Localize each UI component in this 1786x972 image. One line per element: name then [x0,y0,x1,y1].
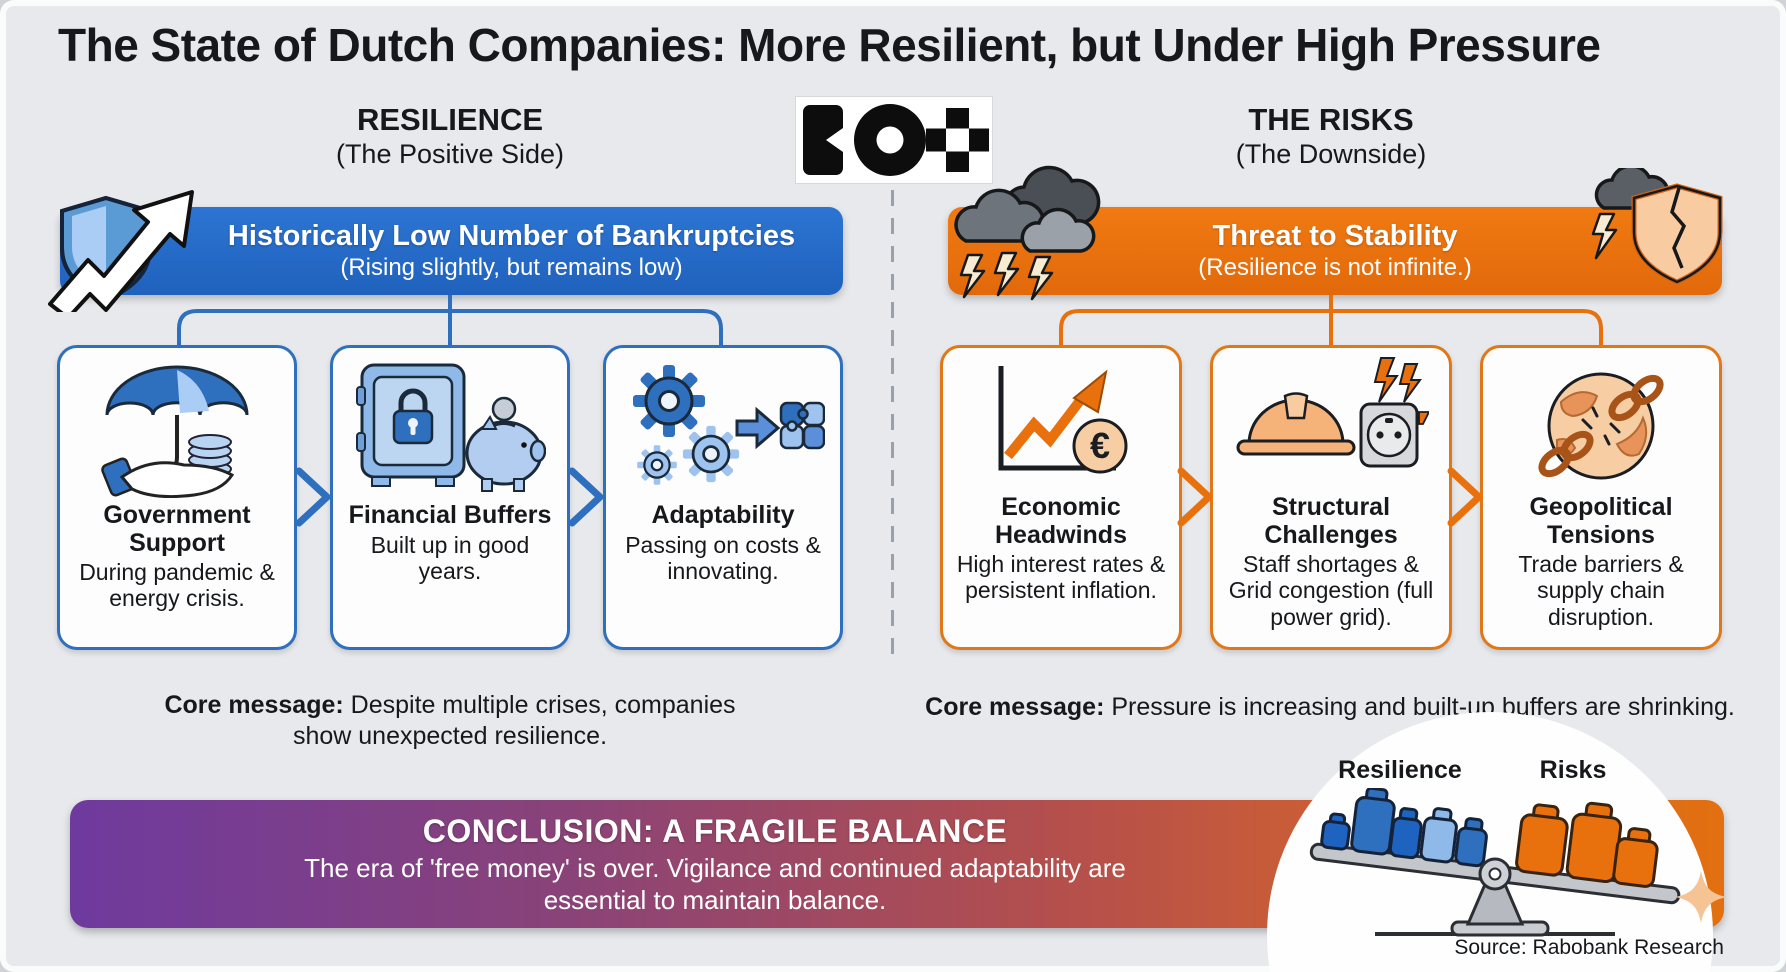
storm-clouds-icon [954,165,1101,301]
card-government-support: Government Support During pandemic & ene… [57,345,297,650]
resilience-header: RESILIENCE [356,102,544,137]
chevron-right-icon [1447,467,1483,527]
card-title: Economic Headwinds [995,493,1127,549]
card-body: Passing on costs & innovating. [625,531,821,584]
card-body: High interest rates & persistent inflati… [956,551,1166,604]
gears-puzzle-icon [614,354,832,502]
core-message-label: Core message: [925,693,1105,721]
right-connector-lines [1059,295,1603,345]
card-body: Trade barriers & supply chain disruption… [1518,551,1684,630]
card-title: Government Support [103,501,251,557]
balance-label-risks: Risks [1539,756,1607,784]
page-title-bold: The State of Dutch Companies: [58,19,726,71]
card-title: Adaptability [651,501,795,529]
safe-piggy-bank-icon [341,354,559,502]
chevron-right-icon [295,467,331,527]
chevron-right-icon [1177,467,1213,527]
balance-scale-icon [1309,788,1681,937]
column-divider [891,190,894,660]
card-geopolitical-tensions: Geopolitical Tensions Trade barriers & s… [1480,345,1722,650]
bankruptcies-banner-subtitle: (Rising slightly, but remains low) [340,254,683,281]
bankruptcies-banner-title: Historically Low Number of Bankruptcies [227,220,796,253]
shield-up-arrow-icon [48,190,194,312]
card-body: Built up in good years. [370,531,530,584]
io-plus-logo-icon [795,96,993,184]
threat-banner-subtitle: (Resilience is not infinite.) [1198,254,1472,281]
page-title-rest: More Resilient, but Under High Pressure [725,19,1601,71]
resilience-subheader: (The Positive Side) [335,138,565,169]
conclusion-title: CONCLUSION: A FRAGILE BALANCE [422,812,1008,849]
card-economic-headwinds: € Economic Headwinds High interest rates… [940,345,1182,650]
core-message-label: Core message: [164,691,344,719]
sparkle-icon [1675,871,1727,923]
core-message-text: Despite multiple crises, companies show … [292,691,736,751]
risks-header: THE RISKS [1248,102,1414,137]
risks-subheader: (The Downside) [1235,138,1427,169]
card-title: Financial Buffers [348,501,552,529]
hardhat-power-socket-icon [1221,354,1441,494]
threat-banner-title: Threat to Stability [1212,220,1458,253]
risks-column-header: THE RISKS (The Downside) [940,102,1722,170]
chevron-right-icon [568,467,604,527]
card-body: Staff shortages & Grid congestion (full … [1228,551,1434,630]
core-message-text: Pressure is increasing and built-up buff… [1104,693,1735,721]
bankruptcies-banner: Historically Low Number of Bankruptcies … [60,207,843,295]
card-title: Structural Challenges [1264,493,1398,549]
umbrella-hand-coins-icon [68,354,286,502]
core-message-right: Core message: Pressure is increasing and… [920,692,1740,723]
card-financial-buffers: Financial Buffers Built up in good years… [330,345,570,650]
balance-label-resilience: Resilience [1338,756,1462,784]
card-structural-challenges: Structural Challenges Staff shortages & … [1210,345,1452,650]
card-adaptability: Adaptability Passing on costs & innovati… [603,345,843,650]
globe-broken-chain-icon [1491,354,1711,494]
card-title: Geopolitical Tensions [1529,493,1673,549]
core-message-left: Core message: Despite multiple crises, c… [57,690,843,753]
page-title: The State of Dutch Companies: More Resil… [58,18,1738,72]
rising-chart-euro-icon: € [951,354,1171,494]
source-credit: Source: Rabobank Research [1454,936,1724,959]
conclusion-body: The era of 'free money' is over. Vigilan… [304,852,1126,915]
card-body: During pandemic & energy crisis. [79,559,275,612]
cracked-shield-lightning-icon [1591,168,1723,285]
resilience-column-header: RESILIENCE (The Positive Side) [57,102,843,170]
svg-text:€: € [1090,425,1110,466]
